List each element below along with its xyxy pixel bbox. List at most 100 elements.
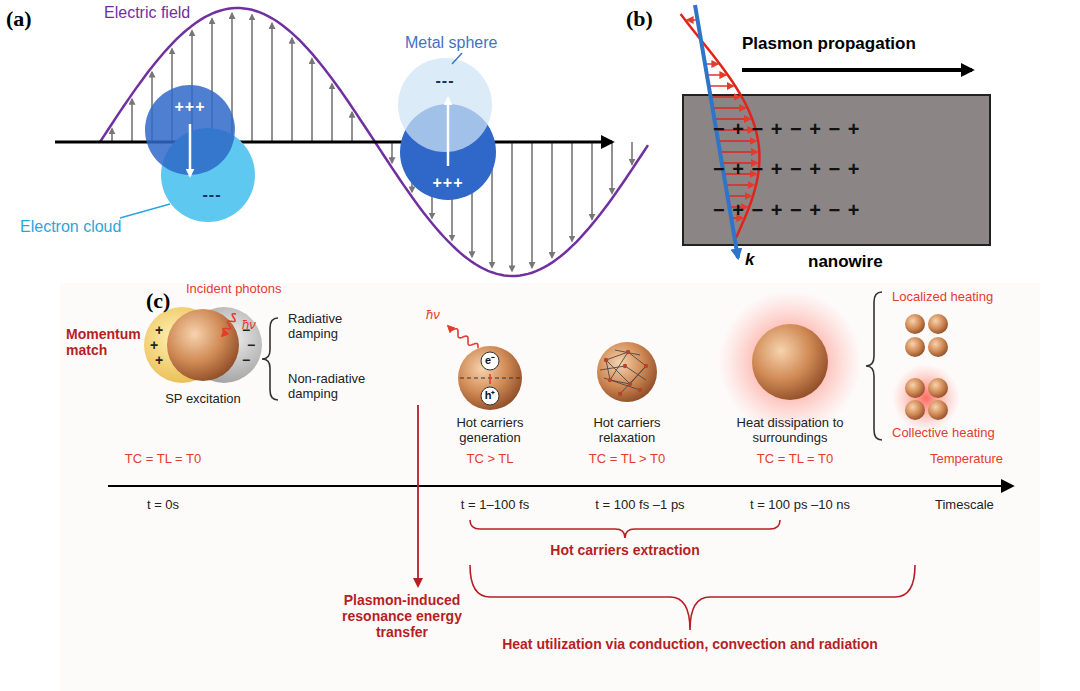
photon (448, 326, 478, 348)
field-arrows (631, 142, 633, 164)
temperature-label: TC = TL > T0 (589, 452, 665, 467)
cloud-label: Electron cloud (20, 218, 121, 236)
heat-sphere (752, 324, 828, 400)
field-arrows (351, 112, 353, 142)
localized-heating (928, 314, 948, 334)
relaxation-sphere (628, 382, 632, 386)
relaxation-sphere (644, 364, 648, 368)
brace (866, 292, 882, 440)
field-profile (718, 140, 756, 141)
panel-letter: (c) (146, 288, 170, 313)
relaxation-sphere (638, 388, 642, 392)
brace (262, 318, 278, 400)
panel-letter: (a) (6, 6, 32, 31)
relaxation-sphere (618, 392, 622, 396)
field-profile (728, 195, 752, 196)
metal-sphere-left (189, 124, 192, 176)
condition-label: Momentum match (66, 326, 144, 358)
field-arrows (531, 142, 533, 268)
leader-line (120, 204, 170, 218)
relaxation-sphere (608, 378, 612, 382)
charge-signs: +++ (174, 98, 205, 116)
photon-symbol: ħν (426, 308, 440, 323)
temperature-label: TC = TL = T0 (125, 452, 201, 467)
relaxation-sphere (600, 350, 646, 394)
field-profile (713, 107, 746, 108)
field-arrows (291, 38, 293, 142)
charge-sign: − (242, 352, 250, 368)
heat-sphere (718, 290, 862, 434)
axis-label: Timescale (935, 498, 994, 513)
heating-label: Collective heating (892, 426, 995, 441)
hot-carrier-sphere (489, 374, 491, 384)
field-label: Electric field (104, 4, 190, 22)
process-label: Hot carriers extraction (550, 542, 699, 558)
charge-signs: --- (436, 72, 455, 90)
stage-label: SP excitation (165, 392, 241, 407)
metal-sphere-right (447, 98, 450, 166)
field-profile (711, 96, 740, 97)
charge-row: − + − + − + − + (683, 158, 990, 181)
nanowire-node: − + − + − + − +− + − + − + − +− + − + − … (683, 95, 990, 245)
stage-label: Hot carriers generation (435, 416, 545, 446)
collective-heating (892, 364, 960, 432)
metal-sphere-right (398, 58, 492, 152)
charge-sign: − (247, 337, 255, 353)
charge-sign: + (155, 352, 163, 368)
charge-sign: + (150, 337, 158, 353)
charge-signs: +++ (432, 174, 463, 192)
time-label: t = 100 ps –10 ns (750, 498, 850, 513)
process-label: Non-radiative damping (288, 372, 380, 402)
hot-carrier-sphere (458, 346, 522, 410)
hot-carrier-sphere (458, 346, 522, 410)
relaxation-sphere (597, 342, 657, 402)
transfer-arrow (417, 405, 419, 586)
axis-label: Temperature (930, 452, 1003, 467)
hot-carrier-sphere (481, 387, 499, 405)
field-arrows (511, 142, 513, 271)
stage-label: Hot carriers relaxation (572, 416, 682, 446)
localized-heating (928, 337, 948, 357)
hot-carrier-sphere (481, 352, 499, 370)
brace (470, 520, 780, 538)
stage-label: Heat dissipation to surroundings (715, 416, 865, 446)
leader-line (452, 53, 462, 64)
field-profile (707, 74, 726, 75)
propagation-arrow (742, 68, 972, 72)
relaxation-sphere (604, 358, 608, 362)
time-axis (108, 485, 1012, 487)
field-arrows (111, 129, 113, 142)
charge-signs: --- (203, 186, 222, 204)
heating-label: Localized heating (892, 290, 993, 305)
temperature-label: TC = TL = T0 (757, 452, 833, 467)
field-wave (55, 141, 612, 144)
field-profile (720, 151, 757, 152)
propagation-label: Plasmon propagation (742, 34, 916, 54)
charge-sign: + (155, 322, 163, 338)
collective-heating (905, 378, 925, 398)
nanowire-body (683, 95, 990, 245)
panel-ground (60, 283, 1040, 691)
field-wave (55, 8, 648, 276)
process-label: Plasmon-induced resonance energy transfe… (318, 592, 486, 640)
field-arrows (331, 84, 333, 142)
collective-heating (928, 378, 948, 398)
brace (470, 565, 915, 630)
charge-sign: − (242, 322, 250, 338)
field-profile (726, 184, 754, 185)
metal-sphere-left (145, 85, 235, 175)
field-arrows (131, 99, 133, 142)
charge-row: − + − + − + − + (683, 118, 990, 141)
metal-sphere-left (145, 85, 255, 222)
carrier-label: e⁻ (485, 354, 495, 367)
localized-heating (905, 314, 948, 357)
time-label: t = 1–100 fs (461, 498, 529, 513)
time-label: t = 0s (147, 498, 179, 513)
field-profile (709, 85, 733, 86)
field-arrows (591, 142, 593, 219)
relaxation-sphere (623, 364, 627, 368)
collective-heating (928, 400, 948, 420)
process-label: Heat utilization via conduction, convect… (502, 636, 878, 652)
field-arrows (311, 59, 313, 142)
